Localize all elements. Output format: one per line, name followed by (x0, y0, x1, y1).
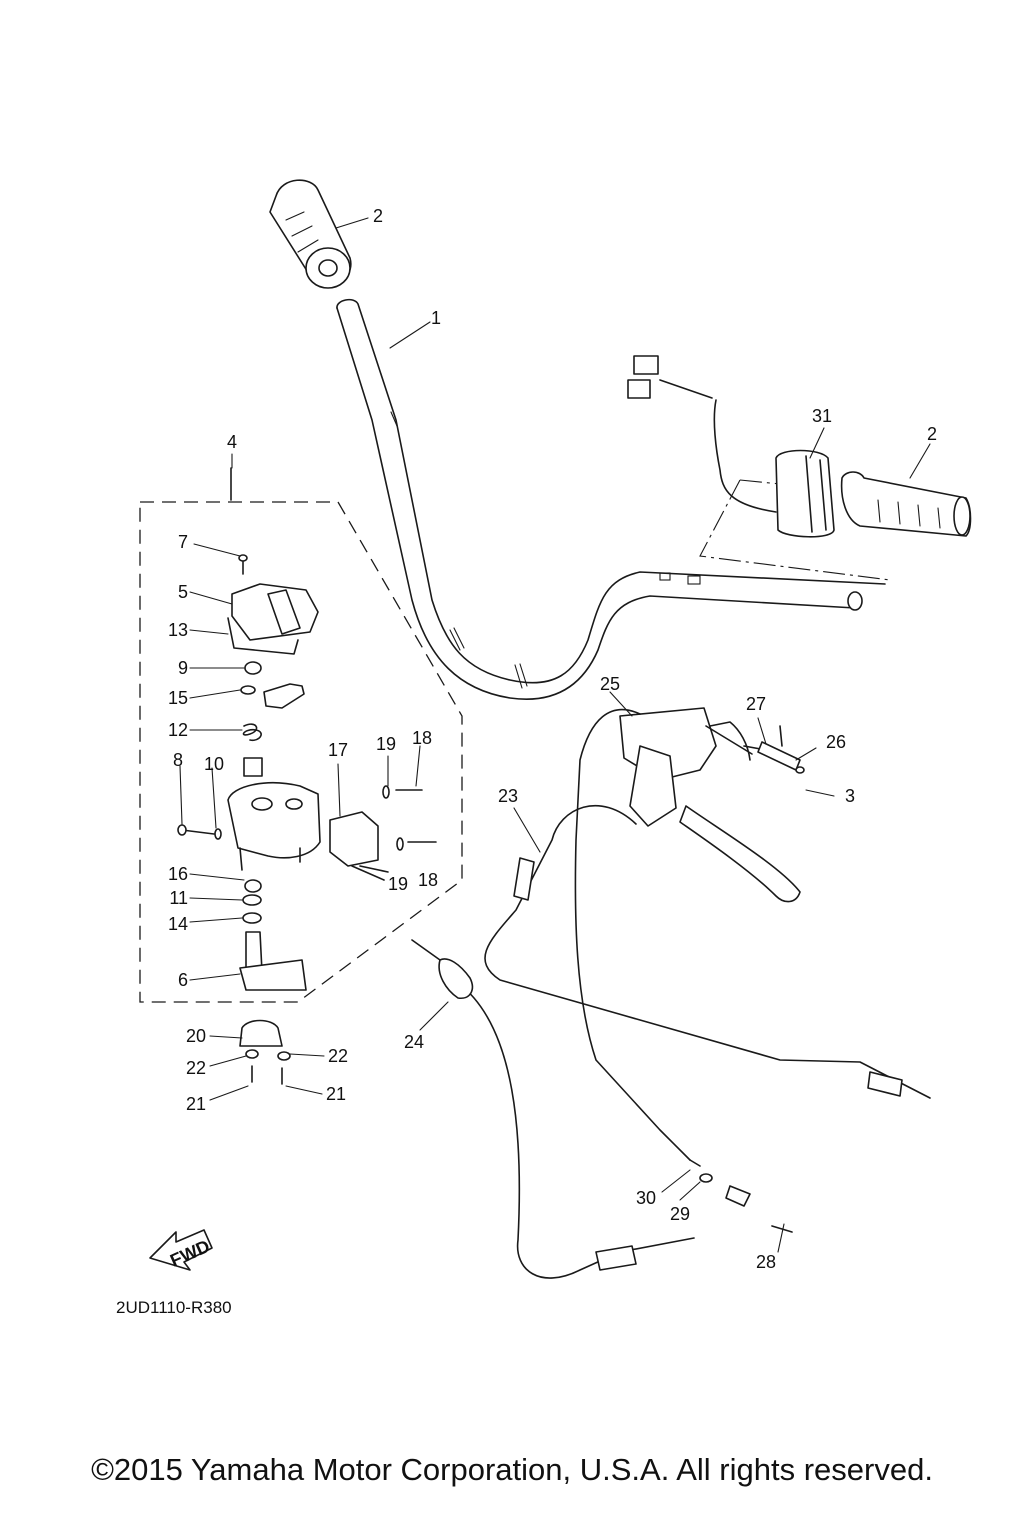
callout-16: 16 (168, 864, 188, 884)
callout-22: 22 (328, 1046, 348, 1066)
forward-direction-arrow-icon (149, 1229, 213, 1271)
callout-25: 25 (600, 674, 620, 694)
callout-1: 1 (431, 308, 441, 328)
callout-20: 20 (186, 1026, 206, 1046)
callout-15: 15 (168, 688, 188, 708)
handlebar (336, 298, 886, 700)
callout-18: 18 (418, 870, 438, 890)
drawing-code: 2UD1110-R380 (116, 1298, 232, 1317)
callout-leader-lines (179, 217, 931, 1253)
callout-21: 21 (186, 1094, 206, 1114)
callout-22: 22 (186, 1058, 206, 1078)
callout-19: 19 (376, 734, 396, 754)
callout-8: 8 (173, 750, 183, 770)
throttle-assembly (627, 355, 972, 581)
callout-23: 23 (498, 786, 518, 806)
callout-13: 13 (168, 620, 188, 640)
callout-26: 26 (826, 732, 846, 752)
copyright-notice: ©2015 Yamaha Motor Corporation, U.S.A. A… (91, 1452, 933, 1487)
callout-7: 7 (178, 532, 188, 552)
callout-11: 11 (169, 888, 188, 908)
callout-2: 2 (927, 424, 937, 444)
callout-9: 9 (178, 658, 188, 678)
callout-17: 17 (328, 740, 348, 760)
left-grip (269, 179, 352, 289)
callout-4: 4 (227, 432, 237, 452)
callout-5: 5 (178, 582, 188, 602)
control-cables (411, 708, 931, 1279)
callout-labels: 2 1 31 2 4 7 5 13 9 15 12 8 10 17 19 18 … (167, 206, 937, 1272)
callout-27: 27 (746, 694, 766, 714)
brake-master-cylinder (619, 707, 805, 903)
callout-12: 12 (168, 720, 188, 740)
callout-28: 28 (756, 1252, 776, 1272)
callout-29: 29 (670, 1204, 690, 1224)
callout-30: 30 (636, 1188, 656, 1208)
callout-10: 10 (204, 754, 224, 774)
lever-switch-assembly (139, 467, 463, 1003)
callout-24: 24 (404, 1032, 424, 1052)
callout-14: 14 (168, 914, 188, 934)
callout-19: 19 (388, 874, 408, 894)
callout-31: 31 (812, 406, 832, 426)
callout-3: 3 (845, 786, 855, 806)
lever-clamp (239, 1019, 291, 1085)
callout-21: 21 (326, 1084, 346, 1104)
callout-18: 18 (412, 728, 432, 748)
callout-2: 2 (373, 206, 383, 226)
callout-6: 6 (178, 970, 188, 990)
